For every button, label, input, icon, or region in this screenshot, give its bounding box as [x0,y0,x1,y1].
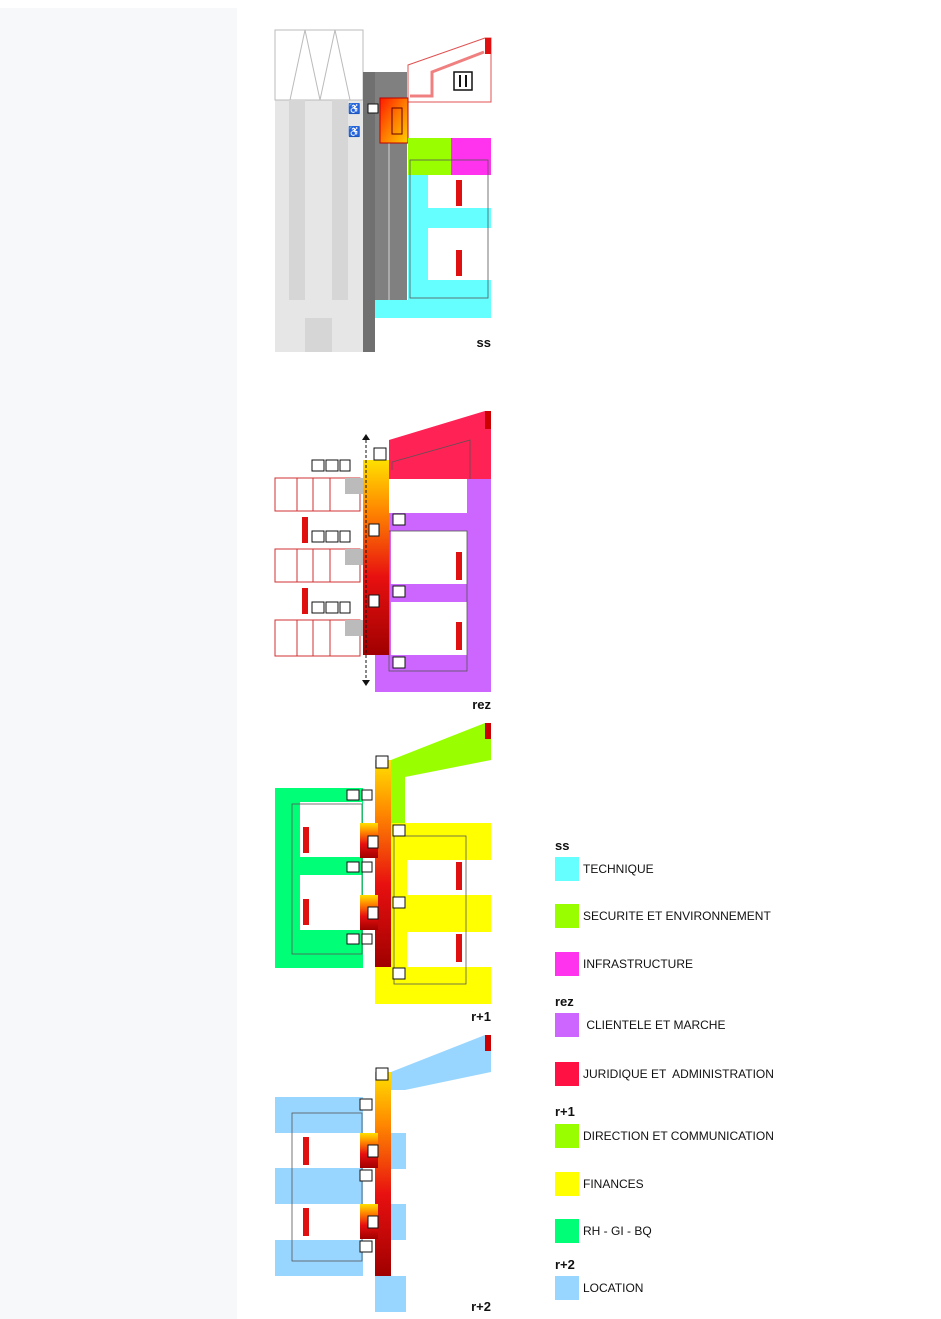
restaurant-icon [453,71,473,91]
floor-label-rez: rez [472,697,491,712]
wheelchair-icon: ♿ [348,102,360,115]
stairs-icon [368,523,380,608]
floor-label-r2: r+2 [471,1299,491,1314]
drink-icon [361,789,373,945]
circulation-spine [363,460,389,655]
svg-text:♿: ♿ [348,125,360,138]
coffee-icon [325,459,339,614]
zone-direction [391,723,491,823]
restaurant-zone [407,37,492,103]
circulation-spine [375,1072,391,1276]
zone-infrastructure [451,138,491,175]
zone-securite [408,138,451,175]
toilets-icon [359,1098,373,1253]
toilets-icon [392,513,406,669]
drink-icon [339,459,351,614]
floor-label-ss: ss [477,335,491,350]
stairs-icon [367,835,379,920]
elevator-icon [375,1067,389,1081]
vertical-core [379,97,409,144]
circulation-spine [375,760,391,967]
stairs-icon [367,1144,379,1229]
elevator-icon [367,103,379,114]
left-margin-panel [0,8,237,1319]
plan-r1: r+1 [275,723,491,1024]
toilets-icon [392,824,406,980]
plan-ss: ♿ ♿ ss [274,29,492,352]
zone-technique [408,175,428,300]
coffee-icon [346,789,360,945]
zone-juridique [389,411,491,479]
toilets-icon [311,459,325,614]
elevator-icon [373,447,387,461]
elevator-icon [375,755,389,769]
ramp [363,72,375,352]
floor-label-r1: r+1 [471,1009,491,1024]
plan-r2: r+2 [275,1035,491,1314]
plan-rez: rez [274,411,491,712]
zone-location [391,1035,491,1090]
zone-finances [391,823,491,860]
